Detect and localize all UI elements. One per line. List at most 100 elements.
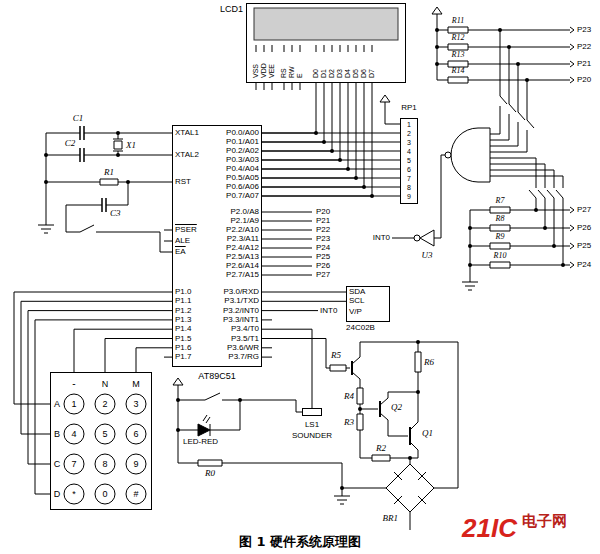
- pin-name: P2.2/A10: [226, 225, 259, 235]
- component-label: Q1: [422, 428, 433, 439]
- column-label: -: [72, 378, 75, 390]
- signal-wire: [262, 329, 312, 408]
- pin-number: 9: [407, 192, 411, 201]
- net-label: P24: [577, 260, 591, 270]
- key-button: 1: [63, 393, 85, 415]
- component-label: LED-RED: [183, 437, 218, 447]
- row-label: D: [54, 489, 61, 500]
- pin-name: V/P: [349, 307, 362, 317]
- key-label: 2: [102, 399, 107, 410]
- component-label: Q2: [391, 402, 402, 413]
- pin-name: P2.5/A13: [226, 252, 259, 262]
- component-label: R4: [344, 391, 354, 402]
- pin-name: ALE: [175, 236, 190, 246]
- nand-gate: [451, 128, 490, 182]
- part-name: RP1: [401, 103, 417, 113]
- key-label: 9: [133, 459, 138, 470]
- pin-name: P0.3/A03: [226, 155, 259, 165]
- pin-name: D5: [352, 69, 360, 78]
- net-label: P25: [577, 241, 591, 251]
- signal-wire: [262, 83, 364, 187]
- column-label: N: [102, 379, 109, 390]
- key-circle: [64, 484, 84, 504]
- lcd-screen: [254, 8, 398, 40]
- pin-name: P0.4/A04: [226, 164, 259, 174]
- net-label: P21: [577, 59, 591, 69]
- keypad: -NMABCD123456789*0#: [50, 372, 152, 510]
- component-label: C3: [110, 208, 121, 219]
- key-label: 6: [133, 429, 138, 440]
- component-label: R11: [452, 16, 464, 26]
- pin-name: EA: [175, 247, 186, 257]
- pin-name: P3.3/INT1: [223, 315, 259, 325]
- ground-symbol: [38, 225, 478, 504]
- key-button: *: [63, 483, 85, 505]
- pin-name: P1.3: [175, 315, 191, 325]
- component-label: R5: [331, 350, 341, 361]
- key-circle: [126, 394, 146, 414]
- signal-wire: [74, 329, 172, 372]
- row-label: A: [54, 399, 60, 410]
- signal-wire: [262, 178, 400, 179]
- pin-name: P3.0/RXD: [223, 287, 259, 297]
- key-circle: [126, 454, 146, 474]
- component-label: R7: [496, 196, 505, 206]
- signal-wire: [136, 348, 172, 372]
- component-label: R1: [104, 167, 114, 178]
- net-label: P23: [316, 234, 330, 244]
- signal-wire: [262, 169, 400, 170]
- key-button: 8: [94, 453, 116, 475]
- watermark: 21IC: [462, 514, 517, 542]
- pin-name: VSS: [252, 64, 260, 78]
- component-label: X1: [126, 140, 136, 151]
- signal-wire: [262, 301, 346, 302]
- pin-name: P1.1: [175, 296, 191, 306]
- crystal-symbol: [113, 139, 123, 151]
- key-circle: [126, 424, 146, 444]
- lcd-module: LCD1VSSVDDVEERSRWED0D1D2D3D4D5D6D7: [246, 3, 406, 83]
- row-label: B: [54, 429, 60, 440]
- pin-name: P2.3/A11: [227, 234, 259, 244]
- signal-wire: [262, 83, 356, 178]
- part-name: AT89C51: [198, 371, 235, 382]
- key-button: 4: [63, 423, 85, 445]
- net-label: INT0: [320, 306, 337, 316]
- pin-name: SDA: [349, 287, 365, 297]
- mcu-chip: XTAL1XTAL2RSTPSERALEEAP1.0P1.1P1.2P1.3P1…: [172, 125, 262, 367]
- key-button: 6: [125, 423, 147, 445]
- pin-name: P0.7/A07: [226, 191, 259, 201]
- capacitor-symbol: [80, 126, 106, 212]
- pin-name: D3: [336, 69, 344, 78]
- key-label: 7: [71, 459, 76, 470]
- key-circle: [64, 394, 84, 414]
- component-label: C2: [65, 138, 76, 149]
- pin-name: P2.0/A8: [231, 207, 259, 217]
- pin-name: P0.0/A00: [226, 128, 259, 138]
- row-label: C: [54, 459, 61, 470]
- pin-name: RS: [280, 68, 288, 78]
- power-arrow: [173, 7, 442, 385]
- signal-wire: [21, 301, 172, 434]
- pin-name: P3.2/INT0: [223, 306, 259, 316]
- component-label: R13: [452, 50, 465, 60]
- key-label: 8: [102, 459, 107, 470]
- pin-name: VDD: [260, 63, 268, 78]
- signal-wire: [105, 339, 172, 373]
- pin-name: P3.1/TXD: [224, 296, 259, 306]
- pin-name: D4: [344, 69, 352, 78]
- signal-wire: [262, 160, 400, 161]
- key-label: #: [133, 489, 138, 500]
- signal-wire: [262, 151, 400, 152]
- net-label: P26: [577, 223, 591, 233]
- component-label: U3: [422, 250, 433, 261]
- resistor-symbol: [100, 27, 510, 466]
- pin-name: D7: [368, 69, 376, 78]
- component-label: R2: [376, 443, 386, 454]
- pin-name: P3.5/T1: [231, 334, 259, 344]
- key-circle: [95, 454, 115, 474]
- key-label: *: [72, 489, 76, 500]
- net-label: P22: [316, 225, 330, 235]
- signal-wire: [262, 83, 340, 160]
